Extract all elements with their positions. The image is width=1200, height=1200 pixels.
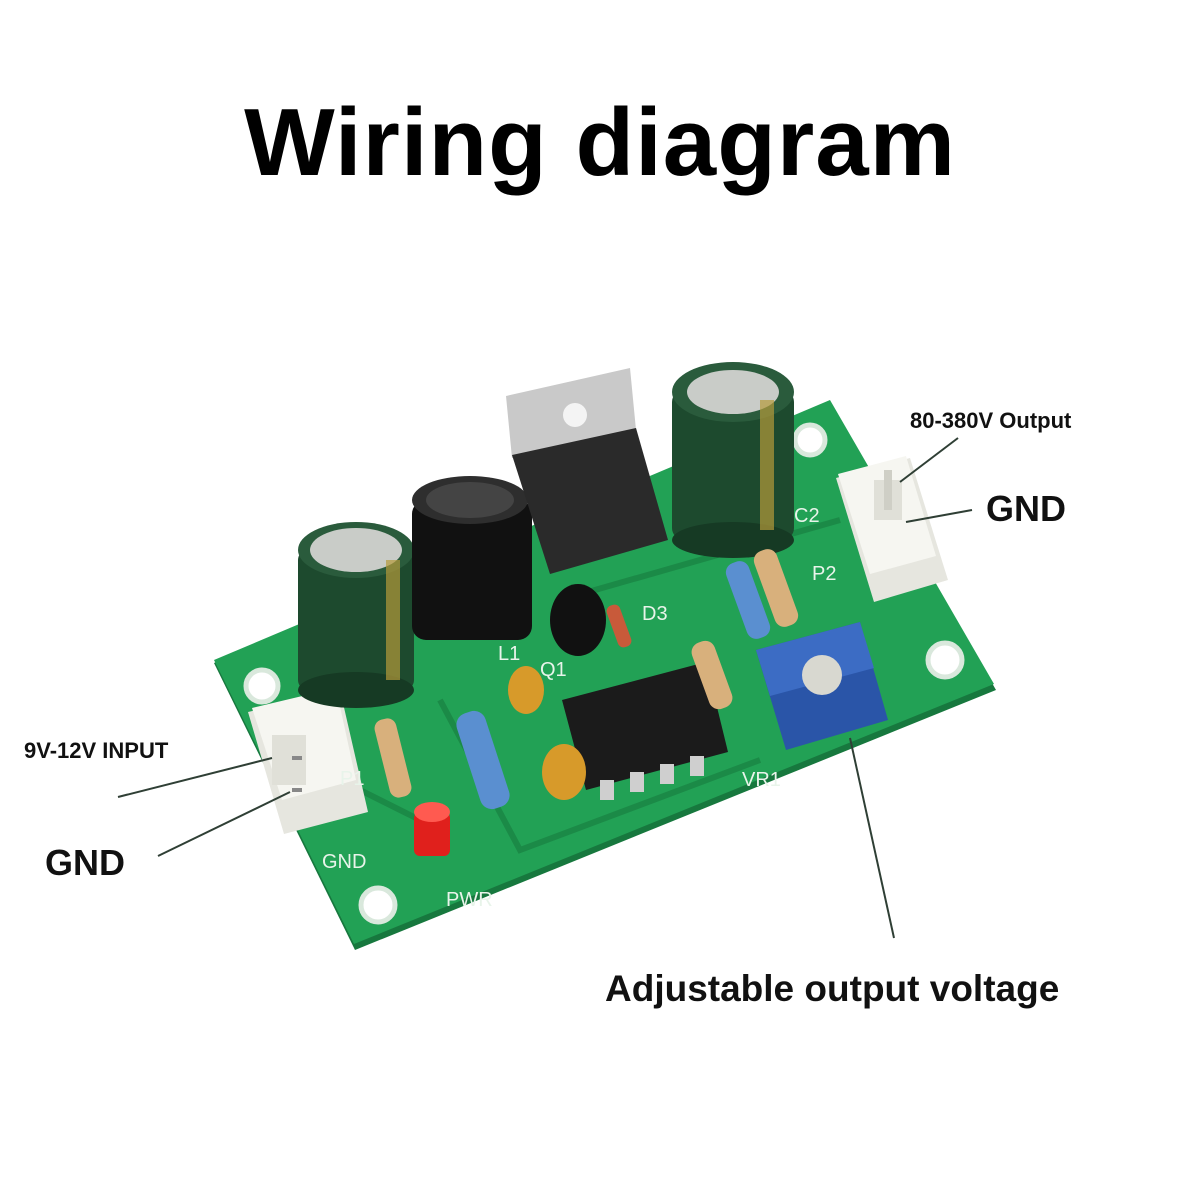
output-capacitor: [672, 362, 794, 558]
silk-pwr: PWR: [446, 889, 493, 911]
silk-d3: D3: [642, 603, 668, 625]
leader-input-gnd: [157, 791, 291, 857]
silk-gnd: GND: [322, 851, 366, 873]
transistor: [550, 584, 606, 656]
mount-hole-icon: [792, 422, 828, 458]
page-title: Wiring diagram: [244, 89, 956, 196]
output-voltage-label: 80-380V Output: [910, 408, 1072, 433]
mount-hole-icon: [358, 885, 398, 925]
inductor: [412, 476, 532, 640]
mount-hole-icon: [243, 667, 281, 705]
silk-q1: Q1: [540, 659, 567, 681]
mosfet: [506, 368, 668, 574]
pcb-board: [214, 400, 996, 950]
silk-vr1: VR1: [742, 769, 781, 791]
input-voltage-label: 9V-12V INPUT: [24, 738, 169, 763]
leader-adjust: [849, 737, 895, 939]
silk-p1: P1: [340, 768, 364, 790]
silk-l1: L1: [498, 643, 520, 665]
adjustable-voltage-label: Adjustable output voltage: [605, 968, 1060, 1009]
silk-p2: P2: [812, 563, 836, 585]
ceramic-capacitors: [508, 666, 586, 800]
diode: [606, 604, 632, 648]
input-capacitor: [298, 522, 414, 708]
leader-output: [899, 437, 959, 483]
silk-c2: C2: [794, 505, 820, 527]
trimmer-potentiometer: [756, 622, 888, 750]
ic-chip: [562, 662, 728, 800]
leader-input: [117, 757, 273, 798]
leader-output-gnd: [905, 509, 973, 523]
input-gnd-label: GND: [45, 842, 125, 883]
resistors: [374, 549, 799, 810]
output-connector: [836, 456, 948, 602]
power-led: [414, 802, 450, 856]
mount-hole-icon: [925, 640, 965, 680]
output-gnd-label: GND: [986, 488, 1066, 529]
leader-lines: [117, 437, 973, 939]
